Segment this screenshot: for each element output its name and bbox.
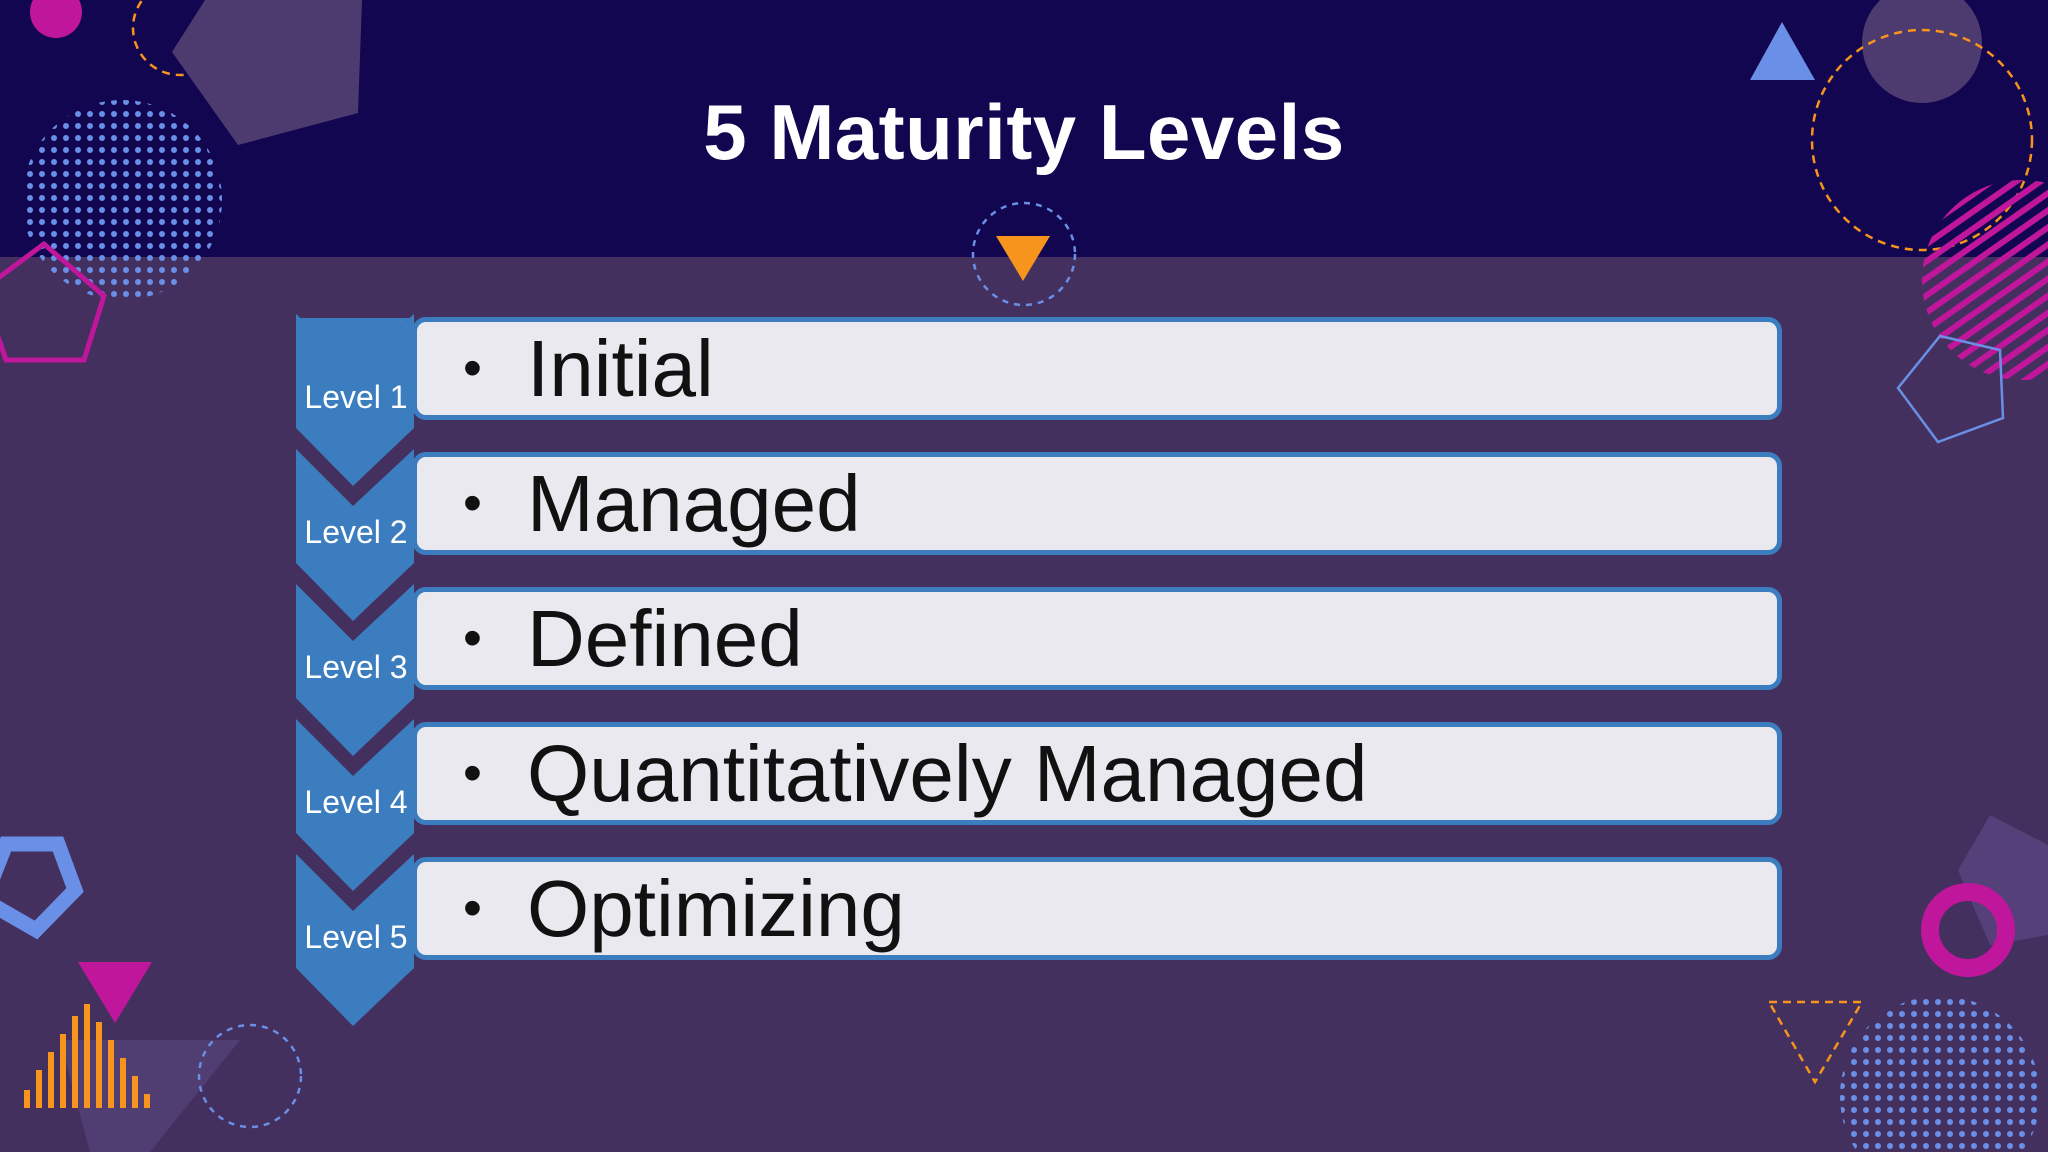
level-label: Level 3 xyxy=(304,649,408,685)
slide-title: 5 Maturity Levels xyxy=(703,88,1345,176)
bullet-glyph: • xyxy=(463,473,482,533)
bullet-glyph: • xyxy=(463,743,482,803)
level-row-2: Level 2 • Managed xyxy=(0,452,2048,577)
blue-triangle-shape xyxy=(1750,22,1815,80)
striped-magenta-circle-shape xyxy=(1922,180,2048,380)
magenta-dot-shape xyxy=(30,0,82,38)
level-row-5: Level 5 • Optimizing xyxy=(0,857,2048,982)
bullet-glyph: • xyxy=(463,608,482,668)
level-name: Defined xyxy=(527,594,803,683)
orange-triangle-down-shape xyxy=(996,236,1050,281)
level-row-1: Level 1 • Initial xyxy=(0,317,2048,442)
magenta-triangle-down-shape xyxy=(78,962,152,1023)
level-label: Level 4 xyxy=(304,784,408,820)
level-bar: • Initial xyxy=(412,317,1782,420)
level-row-3: Level 3 • Defined xyxy=(0,587,2048,712)
orange-striped-triangle-shape xyxy=(24,1004,150,1108)
chevron-stack xyxy=(296,314,414,1026)
level-name: Managed xyxy=(527,459,861,548)
purple-circle-shape xyxy=(1862,0,1982,103)
magenta-pentagon-outline-shape xyxy=(0,240,107,363)
dashed-orange-ring-shape xyxy=(1810,28,2034,252)
level-label: Level 5 xyxy=(304,919,408,955)
dotted-circle-shape xyxy=(22,100,222,300)
dashed-blue-small-circle-shape xyxy=(197,1023,303,1129)
level-bar: • Optimizing xyxy=(412,857,1782,960)
level-name: Initial xyxy=(527,324,714,413)
chevron-top-cap xyxy=(296,314,414,370)
level-label: Level 1 xyxy=(304,379,408,415)
chevron-level-3 xyxy=(296,584,414,756)
purple-pentagon-br-shape xyxy=(1958,815,2048,945)
magenta-ring-shape xyxy=(1921,883,2015,977)
blue-pentagon-outline-shape xyxy=(1896,334,2005,444)
level-name: Quantitatively Managed xyxy=(527,729,1368,818)
purple-pentagon-shape xyxy=(172,0,362,145)
chevron-level-5 xyxy=(296,854,414,1026)
dashed-orange-triangle-shape xyxy=(1766,1000,1865,1085)
level-bar: • Quantitatively Managed xyxy=(412,722,1782,825)
level-row-4: Level 4 • Quantitatively Managed xyxy=(0,722,2048,847)
level-label: Level 2 xyxy=(304,514,408,550)
chevron-level-1 xyxy=(296,314,414,486)
dotted-circle-br-shape xyxy=(1840,996,2040,1152)
level-bar: • Managed xyxy=(412,452,1782,555)
bullet-glyph: • xyxy=(463,338,482,398)
dashed-blue-circle-shape xyxy=(971,201,1077,307)
chevron-level-4 xyxy=(296,719,414,891)
level-name: Optimizing xyxy=(527,864,905,953)
bullet-glyph: • xyxy=(463,878,482,938)
chevron-level-2 xyxy=(296,449,414,621)
blue-pentagon-ring-shape xyxy=(0,836,84,940)
level-bar: • Defined xyxy=(412,587,1782,690)
